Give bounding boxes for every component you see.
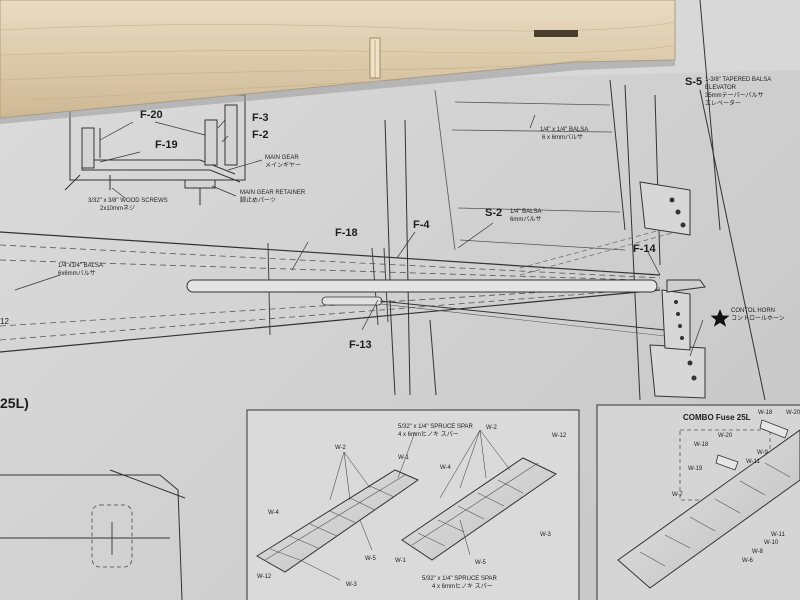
- label-w19: W-19: [688, 466, 703, 472]
- note-main-gear-jp: メインギヤー: [265, 163, 302, 169]
- label-f13: F-13: [349, 339, 372, 351]
- note-retainer: MAIN GEAR RETAINER: [240, 190, 306, 196]
- wing-panel-left: [256, 469, 420, 573]
- combo-wing: [617, 429, 800, 589]
- label-f4: F-4: [413, 219, 430, 231]
- label-w18-top: W-18: [758, 410, 773, 416]
- label-w3-right: W-3: [540, 532, 551, 538]
- label-w2-right: W-2: [486, 425, 497, 431]
- label-w12-right: W-12: [552, 433, 567, 439]
- edge-25l: 25L): [0, 395, 29, 411]
- edge-number: 12: [0, 317, 9, 326]
- wing-panel-right: [401, 457, 557, 561]
- label-f2: F-2: [252, 129, 269, 141]
- label-w20-top: W-20: [786, 410, 800, 416]
- label-w9: W-9: [757, 450, 768, 456]
- note-s5-line1: 1-3/8" TAPERED BALSA: [705, 77, 772, 83]
- label-w11-lower: W-11: [771, 532, 785, 538]
- note-wood-screws: 3/32" x 3/8" WOOD SCREWS: [88, 198, 168, 204]
- note-main-gear: MAIN GEAR: [265, 155, 299, 161]
- label-f19: F-19: [155, 139, 178, 151]
- note-wood-screws-jp: 2x10mmネジ: [100, 206, 136, 212]
- label-f3: F-3: [252, 112, 269, 124]
- label-w10: W-10: [764, 540, 779, 546]
- note-spar-top-jp: 4 x 6mmヒノキ スパー: [398, 432, 459, 438]
- note-s5-line2: ELEVATOR: [705, 85, 737, 91]
- note-balsa-quarter: 1/4" x 1/4" BALSA: [540, 127, 589, 133]
- label-w7: W-7: [672, 492, 683, 498]
- combo-title: COMBO Fuse 25L: [683, 413, 751, 422]
- note-spar-bottom-jp: 4 x 6mmヒノキ スパー: [432, 584, 493, 590]
- label-w3-left: W-3: [346, 582, 357, 588]
- label-w2-left: W-2: [335, 445, 346, 451]
- note-spar-bottom: 5/32" x 1/4" SPRUCE SPAR: [422, 576, 497, 582]
- label-w11-upper: W-11: [746, 459, 760, 465]
- note-s5-line4: エレベーター: [705, 101, 742, 107]
- label-w4-right: W-4: [440, 465, 451, 471]
- label-w5-left: W-5: [365, 556, 376, 562]
- label-w4-left: W-4: [268, 510, 279, 516]
- note-control-horn: CONTOL HORN: [731, 308, 776, 314]
- label-f18: F-18: [335, 227, 358, 239]
- label-f20: F-20: [140, 109, 163, 121]
- note-control-horn-jp: コントロールホーン: [731, 316, 785, 322]
- label-s5: S-5: [685, 76, 703, 88]
- note-left-balsa-jp: 6x6mmバルサ: [58, 271, 96, 277]
- label-w20: W-20: [718, 433, 733, 439]
- note-retainer-jp: 脚止めパーツ: [240, 198, 276, 204]
- note-left-balsa: 1/4"x1/4" BALSA: [58, 263, 103, 269]
- note-spar-top: 5/32" x 1/4" SPRUCE SPAR: [398, 424, 473, 430]
- label-w5-right: W-5: [475, 560, 486, 566]
- label-w1-right: W-1: [395, 558, 406, 564]
- label-w8: W-8: [752, 549, 763, 555]
- label-w18: W-18: [694, 442, 709, 448]
- label-w12-left: W-12: [257, 574, 272, 580]
- note-s2-balsa-jp: 6mmバルサ: [510, 217, 542, 223]
- label-w6: W-6: [742, 558, 753, 564]
- label-s2: S-2: [485, 207, 503, 219]
- note-s5-line3: 35mmテーパーバルサ: [705, 93, 764, 99]
- note-balsa-quarter-jp: 6 x 6mmバルサ: [542, 135, 584, 141]
- note-s2-balsa: 1/4" BALSA: [510, 209, 542, 215]
- label-w1-left: W-1: [398, 455, 409, 461]
- label-f14: F-14: [633, 243, 656, 255]
